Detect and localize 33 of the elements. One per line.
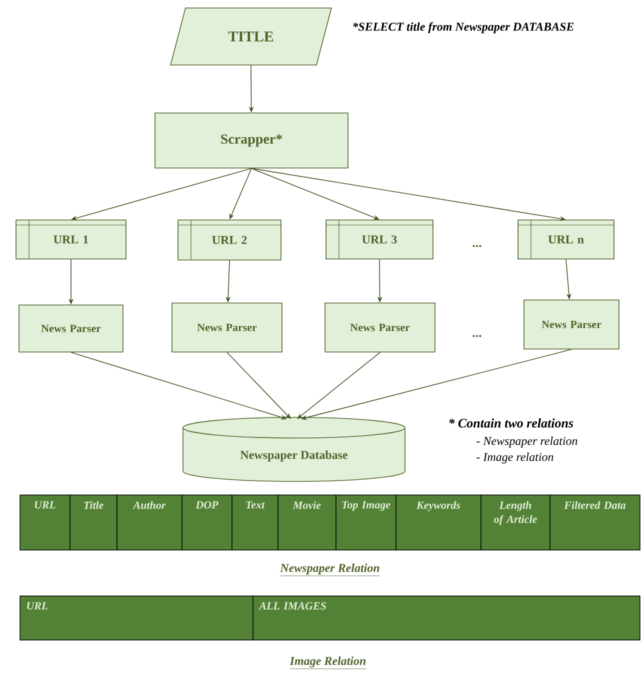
database-cylinder: Newspaper Database — [182, 417, 406, 482]
url-box: URL 3 — [326, 220, 434, 260]
note-text: *SELECT title from Newspaper DATABASE — [353, 22, 574, 34]
table-cell: Text — [232, 494, 278, 550]
url-box: URL n — [518, 220, 614, 260]
table-cell: Author — [116, 494, 182, 550]
url-box: URL 1 — [16, 220, 126, 260]
note-text: - Image relation — [476, 452, 554, 464]
process-box: Scrapper* — [154, 112, 348, 168]
note-text: * Contain two relations — [449, 418, 574, 428]
process-box: News Parser — [524, 300, 620, 350]
table-cell: DOP — [182, 494, 232, 550]
table-cell: URL — [20, 596, 254, 640]
ellipsis: ... — [472, 334, 482, 338]
table-caption: Newspaper Relation — [280, 564, 380, 576]
table-cell: Keywords — [396, 494, 482, 550]
process-box: News Parser — [172, 302, 282, 352]
arrow — [226, 352, 291, 419]
ellipsis: ... — [472, 244, 482, 248]
table-cell: Title — [70, 494, 118, 550]
input-parallelogram: TITLE — [170, 8, 332, 66]
process-box: News Parser — [18, 304, 124, 352]
table-cell: URL — [20, 494, 70, 550]
table-cell: Length of Article — [480, 494, 550, 550]
table-cell: ALL IMAGES — [252, 596, 640, 640]
table-caption: Image Relation — [290, 656, 366, 670]
table-cell: Top Image — [336, 494, 396, 550]
url-box: URL 2 — [178, 220, 282, 260]
table-cell: Filtered Data — [550, 494, 640, 550]
table-cell: Movie — [278, 494, 336, 550]
note-text: - Newspaper relation — [476, 436, 578, 448]
arrow — [297, 352, 380, 419]
process-box: News Parser — [324, 302, 436, 352]
